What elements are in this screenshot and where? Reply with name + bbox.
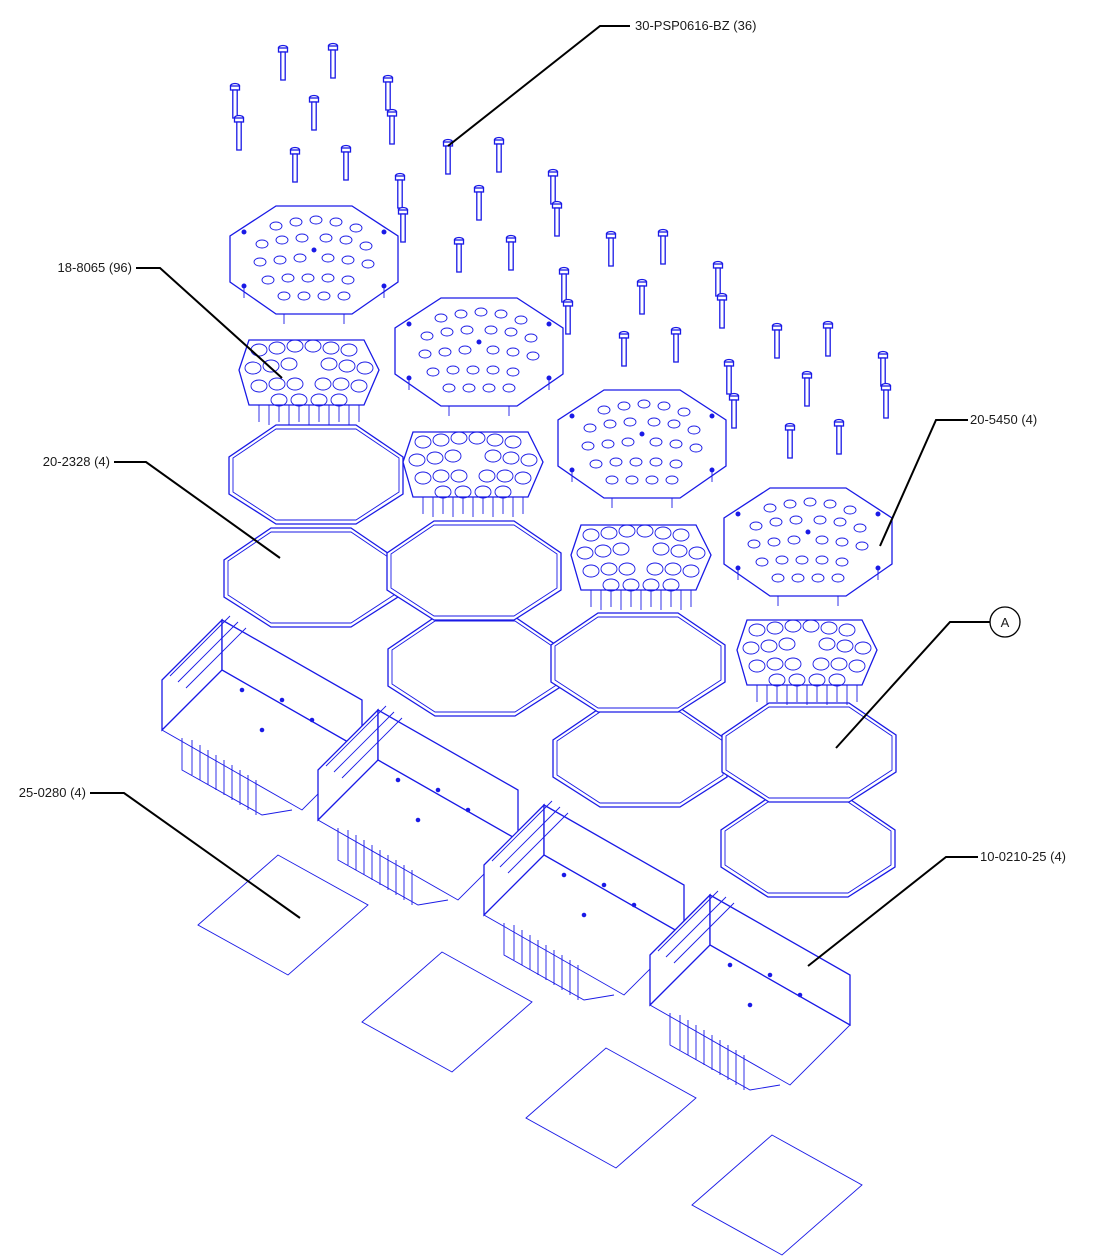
module-3 [483,389,728,1169]
callout-pad: 25-0280 (4) [19,785,86,800]
module-4 [649,487,897,1256]
leader-leds [136,267,283,379]
leader-lines [90,25,990,967]
leader-pad [90,792,301,919]
module-1 [161,205,404,976]
leader-adapter-plate [114,461,281,559]
callout-top-plate: 20-5450 (4) [970,412,1037,427]
callout-leds: 18-8065 (96) [58,260,132,275]
callout-adapter-plate: 20-2328 (4) [43,454,110,469]
leader-screws [447,25,630,147]
leader-heatsink [807,856,978,967]
balloon-a-label: A [1001,615,1010,630]
leader-top-plate [879,419,968,547]
callout-heatsink: 10-0210-25 (4) [980,849,1066,864]
balloon-a: A [989,606,1021,638]
module-2 [317,297,564,1073]
callout-screws: 30-PSP0616-BZ (36) [635,18,756,33]
leader-balloon-a [835,621,990,749]
